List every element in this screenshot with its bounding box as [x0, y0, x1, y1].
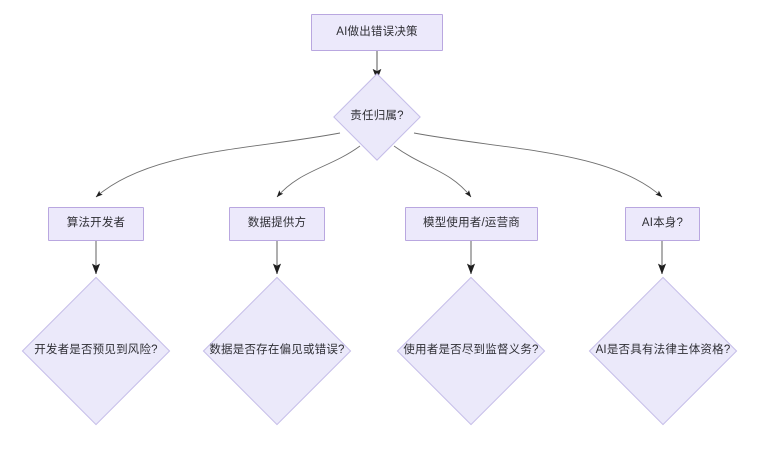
node-question-4-label: AI是否具有法律主体资格?	[595, 344, 731, 357]
node-question-3-label: 使用者是否尽到监督义务?	[403, 344, 539, 357]
node-actor-4-label: AI本身?	[641, 217, 684, 230]
node-actor-3-label: 模型使用者/运营商	[423, 217, 520, 230]
node-decision-root-label: 责任归属?	[350, 110, 404, 123]
node-question-4[interactable]: AI是否具有法律主体资格?	[586, 276, 740, 426]
edge-decision-to-actor-3	[393, 145, 472, 198]
node-question-1[interactable]: 开发者是否预见到风险?	[21, 276, 171, 426]
node-actor-2[interactable]: 数据提供方	[229, 207, 325, 241]
edge-decision-to-actor-4	[413, 132, 663, 198]
node-decision-root[interactable]: 责任归属?	[331, 73, 423, 161]
node-actor-2-label: 数据提供方	[247, 217, 307, 230]
node-question-1-label: 开发者是否预见到风险?	[34, 344, 158, 357]
node-question-2[interactable]: 数据是否存在偏见或错误?	[199, 276, 355, 426]
node-actor-1-label: 算法开发者	[66, 217, 126, 230]
node-start[interactable]: AI做出错误决策	[311, 14, 443, 51]
node-start-label: AI做出错误决策	[336, 25, 418, 38]
node-question-2-label: 数据是否存在偏见或错误?	[209, 344, 345, 357]
node-actor-3[interactable]: 模型使用者/运营商	[405, 207, 538, 241]
edge-decision-to-actor-2	[276, 145, 361, 198]
node-actor-1[interactable]: 算法开发者	[48, 207, 144, 241]
node-actor-4[interactable]: AI本身?	[625, 207, 700, 241]
edge-decision-to-actor-1	[95, 132, 341, 198]
node-question-3[interactable]: 使用者是否尽到监督义务?	[396, 276, 546, 426]
